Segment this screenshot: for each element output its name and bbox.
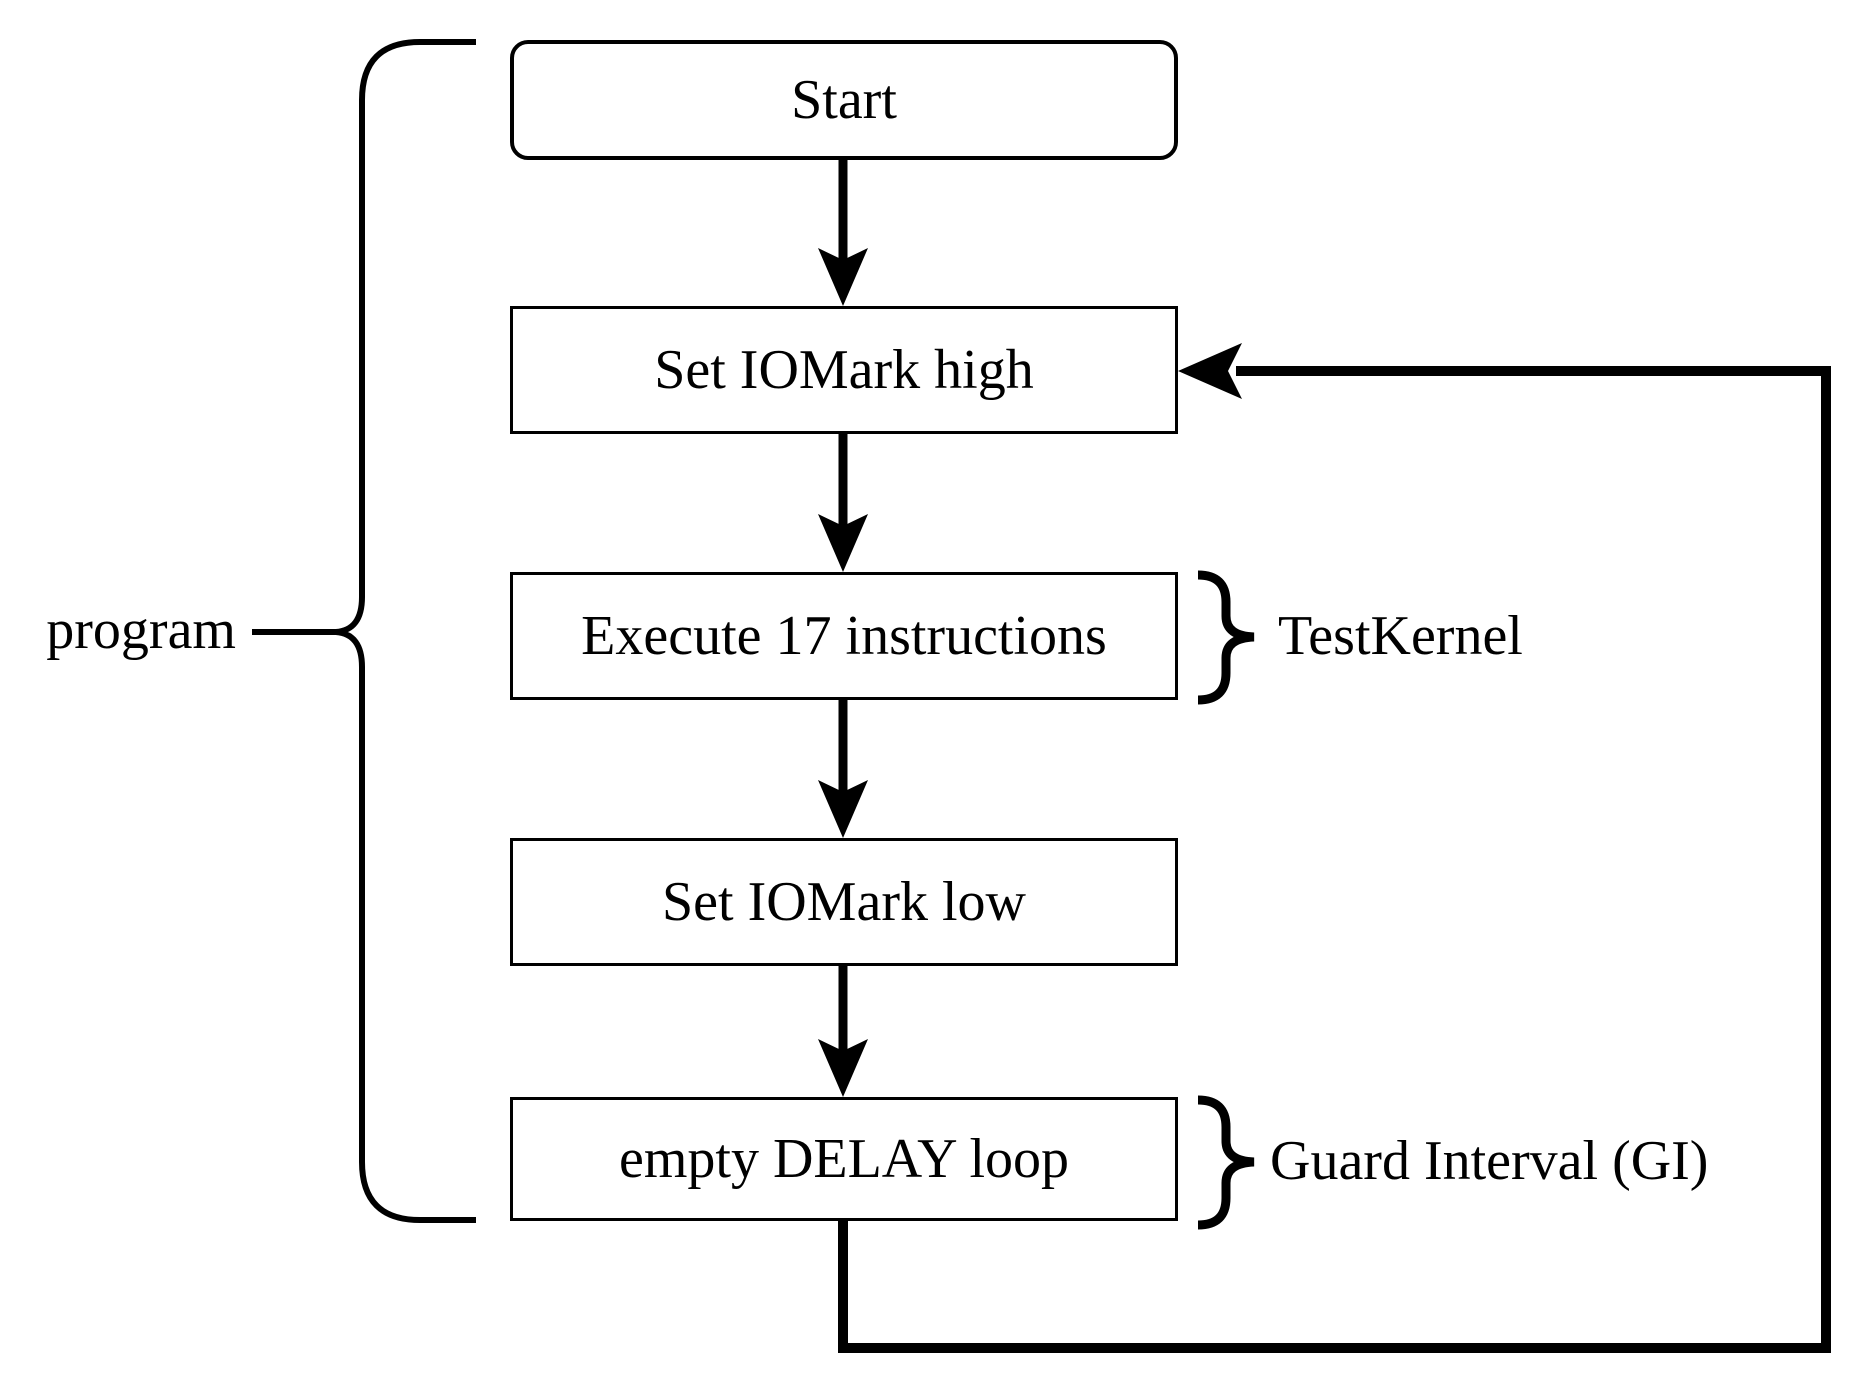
arrow-execute-to-low [818, 698, 868, 838]
node-start-label: Start [791, 69, 897, 131]
node-set-iomark-high: Set IOMark high [510, 306, 1178, 434]
node-set-iomark-low: Set IOMark low [510, 838, 1178, 966]
node-set-iomark-high-label: Set IOMark high [654, 339, 1034, 401]
arrow-start-to-high [818, 158, 868, 306]
testkernel-brace [1197, 570, 1255, 705]
feedback-loop-arrow [838, 343, 1831, 1353]
node-execute-17-instructions-label: Execute 17 instructions [581, 605, 1107, 667]
guard-interval-brace [1197, 1095, 1255, 1230]
guard-interval-label: Guard Interval (GI) [1270, 1129, 1709, 1192]
node-execute-17-instructions: Execute 17 instructions [510, 572, 1178, 700]
arrow-low-to-delay [818, 964, 868, 1097]
program-label: program [46, 598, 236, 661]
arrow-high-to-execute [818, 432, 868, 572]
node-set-iomark-low-label: Set IOMark low [662, 871, 1026, 933]
node-empty-delay-loop: empty DELAY loop [510, 1097, 1178, 1221]
node-start: Start [510, 40, 1178, 160]
node-empty-delay-loop-label: empty DELAY loop [618, 1128, 1070, 1190]
testkernel-label: TestKernel [1278, 604, 1523, 667]
program-brace [252, 39, 476, 1223]
